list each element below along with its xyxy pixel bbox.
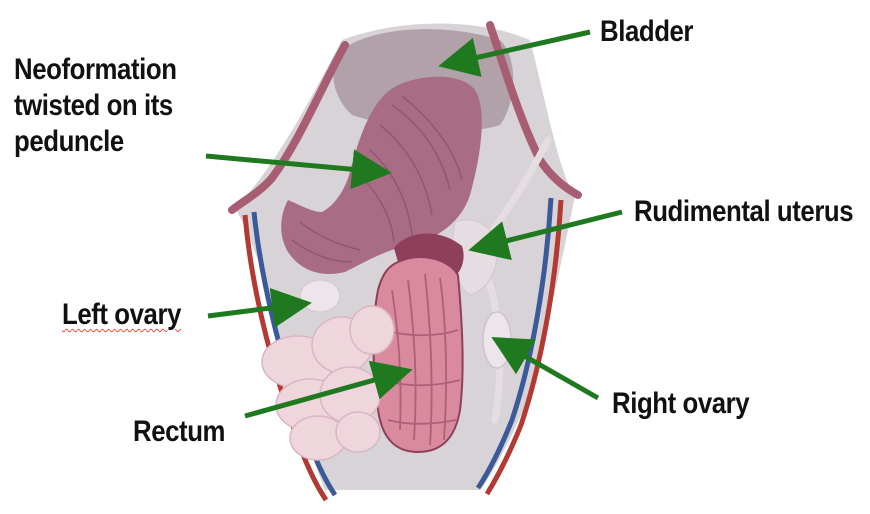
right-ovary-shape <box>483 312 511 368</box>
neoformation-label-line-1: Neoformation <box>14 52 177 88</box>
neoformation-label-line-3: peduncle <box>14 124 177 160</box>
rectum-shape <box>374 257 463 452</box>
right-ovary-label: Right ovary <box>612 386 749 422</box>
left-ovary-shape <box>300 280 340 312</box>
bladder-label: Bladder <box>600 14 693 50</box>
rectum-label: Rectum <box>133 414 225 450</box>
rudimental-uterus-label: Rudimental uterus <box>634 194 853 230</box>
left-ovary-label: Left ovary <box>62 297 181 333</box>
neoformation-label: Neoformation twisted on its peduncle <box>14 52 177 160</box>
neoformation-label-line-2: twisted on its <box>14 88 177 124</box>
